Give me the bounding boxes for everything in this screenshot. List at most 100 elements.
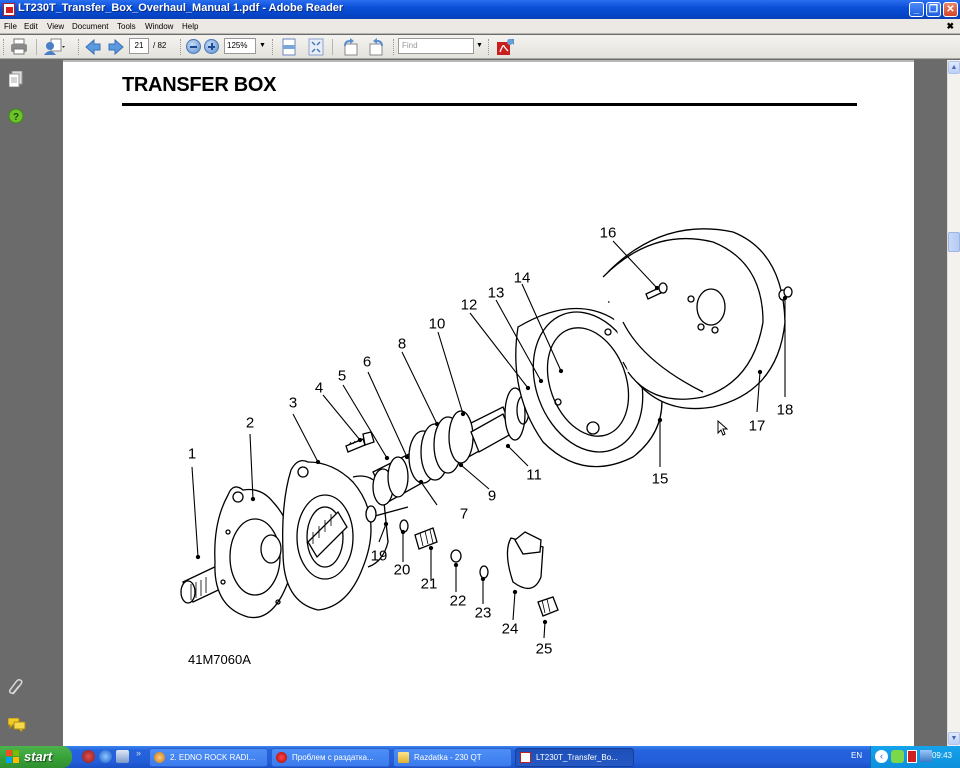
quicklaunch-app-icon[interactable] — [82, 750, 95, 763]
menu-help[interactable]: Help — [182, 22, 199, 31]
task-opera[interactable]: Проблем с раздатка... — [271, 748, 390, 767]
page-count: / 82 — [153, 41, 167, 50]
folder-icon — [398, 752, 409, 763]
callout-21: 21 — [420, 575, 438, 593]
page-heading: TRANSFER BOX — [122, 74, 277, 96]
media-player-icon — [154, 752, 165, 763]
fit-width-icon[interactable] — [281, 38, 297, 56]
callout-9: 9 — [487, 487, 497, 505]
callout-8: 8 — [397, 335, 407, 353]
language-indicator[interactable]: EN — [851, 751, 863, 760]
task-label: Razdatka - 230 QT — [414, 753, 482, 762]
callout-17: 17 — [748, 417, 766, 435]
scroll-down-icon[interactable]: ▼ — [948, 732, 960, 745]
heading-rule — [122, 103, 857, 106]
previous-page-icon[interactable] — [85, 38, 101, 56]
callout-3: 3 — [288, 394, 298, 412]
toolbar: 21 / 82 125% ▼ Find ▼ — [0, 35, 960, 59]
window-title: LT230T_Transfer_Box_Overhaul_Manual 1.pd… — [18, 2, 344, 14]
task-media-player[interactable]: 2. EDNO ROCK RADI... — [149, 748, 268, 767]
minimize-button[interactable]: _ — [909, 2, 924, 17]
next-page-icon[interactable] — [108, 38, 124, 56]
separator — [332, 39, 333, 55]
tray-expand-icon[interactable]: ‹ — [875, 750, 888, 763]
pdf-icon — [520, 752, 531, 763]
callout-1: 1 — [187, 445, 197, 463]
rotate-clockwise-icon[interactable] — [368, 38, 386, 56]
zoom-level-input[interactable]: 125% — [224, 38, 256, 54]
start-button[interactable]: start — [0, 746, 72, 768]
attachments-icon[interactable] — [8, 678, 24, 701]
taskbar: start » 2. EDNO ROCK RADI... Проблем с р… — [0, 746, 960, 768]
scroll-up-icon[interactable]: ▲ — [948, 61, 960, 74]
task-label: Проблем с раздатка... — [292, 753, 374, 762]
part-plug — [778, 286, 793, 301]
toolbar-grip[interactable] — [78, 39, 80, 55]
opera-icon — [276, 752, 287, 763]
toolbar-grip[interactable] — [393, 39, 395, 55]
menu-edit[interactable]: Edit — [24, 22, 38, 31]
print-icon[interactable] — [10, 38, 28, 56]
task-label: 2. EDNO ROCK RADI... — [170, 753, 256, 762]
part-brake-drum — [602, 228, 786, 410]
share-icon[interactable] — [43, 38, 65, 56]
callout-13: 13 — [487, 284, 505, 302]
callout-7: 7 — [459, 505, 469, 523]
menu-bar: File Edit View Document Tools Window Hel… — [0, 19, 960, 34]
mouse-cursor-icon — [717, 419, 729, 441]
menu-window[interactable]: Window — [145, 22, 174, 31]
callout-18: 18 — [776, 401, 794, 419]
callout-20: 20 — [393, 561, 411, 579]
tray-app-icon[interactable] — [891, 750, 904, 763]
start-label: start — [24, 749, 53, 764]
comments-icon[interactable] — [7, 717, 26, 737]
restore-button[interactable]: ❐ — [926, 2, 941, 17]
tray-security-icon[interactable] — [907, 750, 917, 763]
separator — [36, 39, 37, 55]
exploded-diagram — [180, 228, 793, 639]
callout-19: 19 — [370, 547, 388, 565]
rotate-counterclockwise-icon[interactable] — [341, 38, 359, 56]
task-label: LT230T_Transfer_Bo... — [536, 753, 618, 762]
zoom-in-icon[interactable] — [204, 39, 219, 54]
document-page[interactable]: TRANSFER BOX — [63, 60, 914, 746]
menu-file[interactable]: File — [4, 22, 17, 31]
menu-document[interactable]: Document — [72, 22, 109, 31]
zoom-out-icon[interactable] — [186, 39, 201, 54]
toolbar-grip[interactable] — [3, 39, 5, 55]
task-folder[interactable]: Razdatka - 230 QT — [393, 748, 512, 767]
quicklaunch-tool-icon[interactable] — [116, 750, 129, 763]
callout-16: 16 — [599, 224, 617, 242]
callout-6: 6 — [362, 353, 372, 371]
find-dropdown-icon[interactable]: ▼ — [476, 42, 483, 49]
vertical-scrollbar[interactable]: ▲ ▼ — [947, 60, 960, 746]
part-bolt — [345, 431, 375, 453]
callout-12: 12 — [460, 296, 478, 314]
menu-tools[interactable]: Tools — [117, 22, 136, 31]
close-button[interactable]: ✕ — [943, 2, 958, 17]
toolbar-grip[interactable] — [180, 39, 182, 55]
menu-view[interactable]: View — [47, 22, 65, 31]
internet-explorer-icon[interactable] — [99, 750, 112, 763]
toolbar-grip[interactable] — [488, 39, 490, 55]
help-icon[interactable]: ? — [8, 108, 24, 129]
close-document-icon[interactable]: ✖ — [946, 21, 954, 31]
zoom-dropdown-icon[interactable]: ▼ — [259, 42, 266, 49]
tray-network-icon[interactable] — [920, 750, 932, 762]
full-screen-icon[interactable] — [308, 38, 324, 56]
title-bar: LT230T_Transfer_Box_Overhaul_Manual 1.pd… — [0, 0, 960, 19]
clock: 09:43 — [931, 751, 952, 760]
part-gasket — [214, 486, 293, 619]
part-small-components — [399, 519, 559, 617]
page-number-input[interactable]: 21 — [129, 38, 149, 54]
toolbar-grip[interactable] — [272, 39, 274, 55]
quicklaunch-more-icon[interactable]: » — [136, 748, 142, 758]
pages-icon[interactable] — [8, 70, 23, 92]
scroll-thumb[interactable] — [948, 232, 960, 252]
callout-15: 15 — [651, 470, 669, 488]
adobe-acrobat-icon[interactable] — [496, 38, 516, 56]
callout-11: 11 — [526, 466, 542, 484]
task-adobe-reader[interactable]: LT230T_Transfer_Bo... — [515, 748, 634, 767]
callout-24: 24 — [501, 620, 519, 638]
find-input[interactable]: Find — [398, 38, 474, 54]
